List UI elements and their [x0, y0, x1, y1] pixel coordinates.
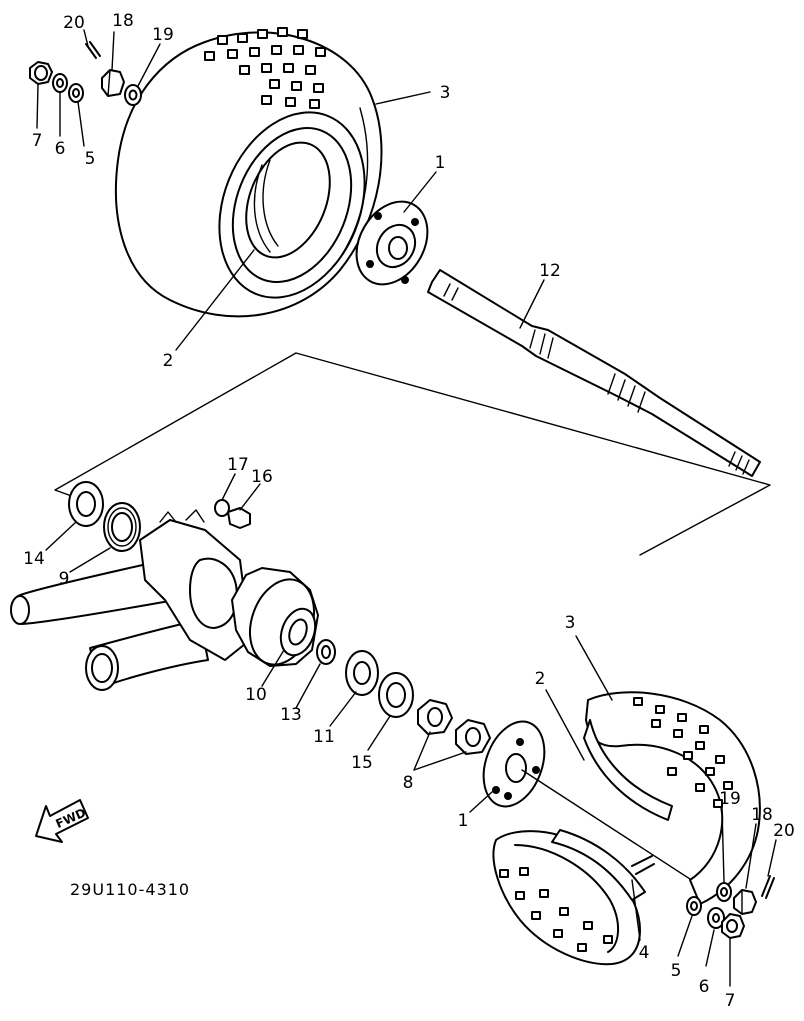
callout-8: 8: [403, 773, 414, 793]
callout-numbers: 20 18 19 7 6 5 3 1 2 12 17 16 14 9 10 13…: [23, 11, 795, 1011]
callout-1-bottom: 1: [458, 811, 469, 831]
callout-4: 4: [639, 943, 650, 963]
callout-3-top: 3: [440, 83, 451, 103]
wheel-assembly-bottom: [482, 691, 775, 966]
callout-15: 15: [351, 753, 373, 773]
seal-and-bearing-left: [68, 481, 141, 552]
axle-housing: [10, 509, 319, 691]
fwd-arrow-icon: FWD: [35, 799, 89, 843]
callout-5-bottom: 5: [671, 961, 682, 981]
callout-12: 12: [539, 261, 561, 281]
wheel-assembly-top: [115, 27, 383, 318]
callout-11: 11: [313, 727, 335, 747]
callout-20-bottom: 20: [773, 821, 795, 841]
leader-lines: [36, 29, 777, 987]
callout-7-bottom: 7: [725, 991, 736, 1011]
callout-7-top: 7: [32, 131, 43, 151]
callout-5-top: 5: [85, 149, 96, 169]
axle-nut-set-top: [29, 41, 142, 106]
callout-2-bottom: 2: [535, 669, 546, 689]
callout-19-bottom: 19: [719, 789, 741, 809]
callout-16: 16: [251, 467, 273, 487]
callout-6-bottom: 6: [699, 977, 710, 997]
callout-14: 14: [23, 549, 45, 569]
callout-19-top: 19: [152, 25, 174, 45]
callout-3-bottom: 3: [565, 613, 576, 633]
callout-18-top: 18: [112, 11, 134, 31]
callout-17: 17: [227, 455, 249, 475]
rear-axle: [427, 269, 761, 477]
tread-pattern-bottom: [499, 697, 733, 952]
callout-9: 9: [59, 569, 70, 589]
callout-6-top: 6: [55, 139, 66, 159]
tread-pattern-top: [204, 27, 326, 109]
callout-18-bottom: 18: [751, 805, 773, 825]
callout-20-top: 20: [63, 13, 85, 33]
callout-2-top: 2: [163, 351, 174, 371]
callout-13: 13: [280, 705, 302, 725]
callout-10: 10: [245, 685, 267, 705]
hub-top: [355, 200, 429, 286]
diagram-code: 29U110-4310: [70, 880, 190, 899]
spacer-bearing-seal-nuts: [316, 639, 491, 755]
callout-1-top: 1: [435, 153, 446, 173]
